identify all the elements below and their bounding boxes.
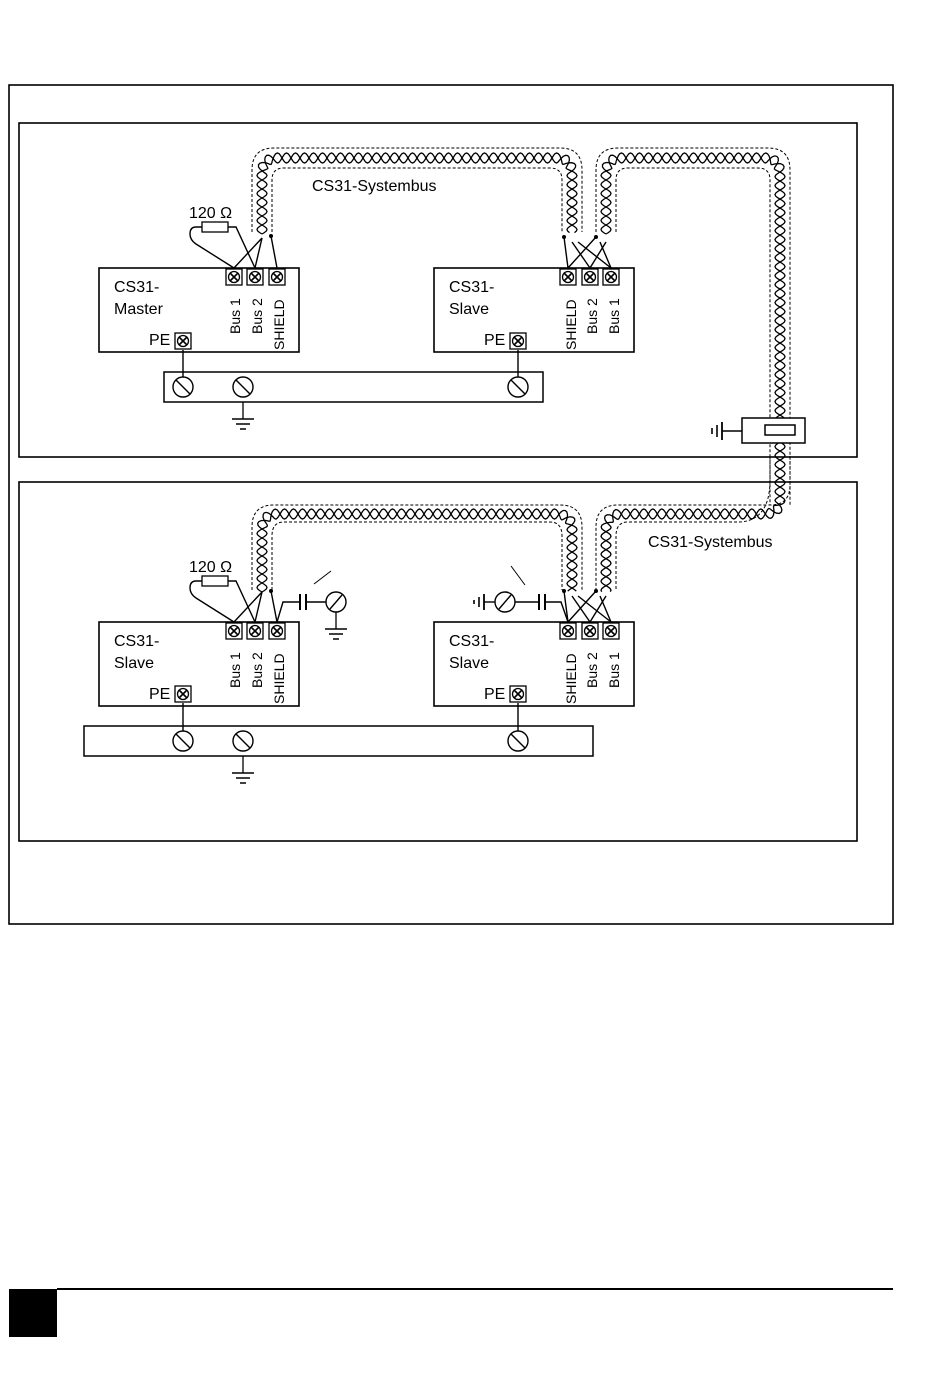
pe-rail-upper <box>164 350 543 429</box>
device-slave-upper: CS31- Slave PE SHIELD Bus 2 Bus 1 <box>434 268 634 352</box>
bus-label-lower: CS31-Systembus <box>648 534 773 551</box>
terminal-label-bus1: Bus 1 <box>227 298 243 334</box>
terminal-screw-icon <box>603 623 619 639</box>
terminal-screw-icon <box>226 269 242 285</box>
pe-label: PE <box>484 332 505 349</box>
device-name-line2: Slave <box>449 301 489 318</box>
terminal-screw-icon <box>582 623 598 639</box>
rail-screw-icon <box>233 377 253 397</box>
cable-shield-lower-right <box>596 456 790 590</box>
device-name-line2: Slave <box>114 655 154 672</box>
terminal-label-bus2: Bus 2 <box>249 652 265 688</box>
wires-slave-lower-right <box>474 566 611 622</box>
resistor-label: 120 Ω <box>189 205 232 222</box>
device-slave-lower-right: CS31- Slave PE SHIELD Bus 2 Bus 1 <box>434 622 634 706</box>
terminal-label-shield: SHIELD <box>271 653 287 704</box>
terminal-label-bus1: Bus 1 <box>606 652 622 688</box>
terminal-label-shield: SHIELD <box>271 299 287 350</box>
rail-screw-icon <box>173 731 193 751</box>
bus-label-upper: CS31-Systembus <box>312 178 437 195</box>
pe-terminal-icon <box>175 686 191 702</box>
terminal-label-bus2: Bus 2 <box>249 298 265 334</box>
device-name-line2: Slave <box>449 655 489 672</box>
rail-screw-icon <box>173 377 193 397</box>
device-name-line1: CS31- <box>114 279 159 296</box>
footer-rule <box>57 1288 893 1290</box>
device-name-line2: Master <box>114 301 164 318</box>
terminal-screw-icon <box>269 269 285 285</box>
pe-terminal-icon <box>510 333 526 349</box>
ground-icon <box>325 612 347 639</box>
termination-resistor-lower: 120 Ω <box>189 559 255 622</box>
pe-terminal-icon <box>175 333 191 349</box>
terminal-label-shield: SHIELD <box>563 299 579 350</box>
wires-master <box>234 234 277 268</box>
pe-terminal-icon <box>510 686 526 702</box>
rail-screw-icon <box>508 377 528 397</box>
terminal-screw-icon <box>226 623 242 639</box>
device-master: CS31- Master PE Bus 1 Bus 2 SHIELD <box>99 268 299 352</box>
terminal-screw-icon <box>247 623 263 639</box>
termination-resistor-upper: 120 Ω <box>189 205 255 268</box>
terminal-label-bus1: Bus 1 <box>227 652 243 688</box>
terminal-screw-icon <box>247 269 263 285</box>
rail-screw-icon <box>508 731 528 751</box>
device-name-line1: CS31- <box>114 633 159 650</box>
pe-label: PE <box>484 686 505 703</box>
terminal-screw-icon <box>560 269 576 285</box>
resistor-icon <box>202 222 228 232</box>
pe-label: PE <box>149 332 170 349</box>
terminal-screw-icon <box>269 623 285 639</box>
terminal-screw-icon <box>582 269 598 285</box>
terminal-screw-icon <box>560 623 576 639</box>
pe-rail-lower <box>84 703 593 783</box>
device-slave-lower-left: CS31- Slave PE Bus 1 Bus 2 SHIELD <box>99 622 299 706</box>
terminal-label-bus2: Bus 2 <box>584 652 600 688</box>
cable-clamp-icon <box>765 425 795 435</box>
device-name-line1: CS31- <box>449 633 494 650</box>
terminal-screw-icon <box>603 269 619 285</box>
cable-strand <box>257 509 577 592</box>
cable-clamp <box>712 418 805 443</box>
cable-strand <box>257 509 577 592</box>
page-marker <box>9 1289 57 1337</box>
terminal-label-bus1: Bus 1 <box>606 298 622 334</box>
device-name-line1: CS31- <box>449 279 494 296</box>
cable-strand <box>601 153 785 592</box>
ground-icon <box>232 756 254 783</box>
cable-strand <box>601 153 785 592</box>
resistor-label: 120 Ω <box>189 559 232 576</box>
pe-label: PE <box>149 686 170 703</box>
terminal-label-bus2: Bus 2 <box>584 298 600 334</box>
terminal-label-shield: SHIELD <box>563 653 579 704</box>
wires-slave-upper <box>562 235 611 268</box>
resistor-icon <box>202 576 228 586</box>
rail-screw-icon <box>233 731 253 751</box>
ground-icon <box>232 402 254 429</box>
